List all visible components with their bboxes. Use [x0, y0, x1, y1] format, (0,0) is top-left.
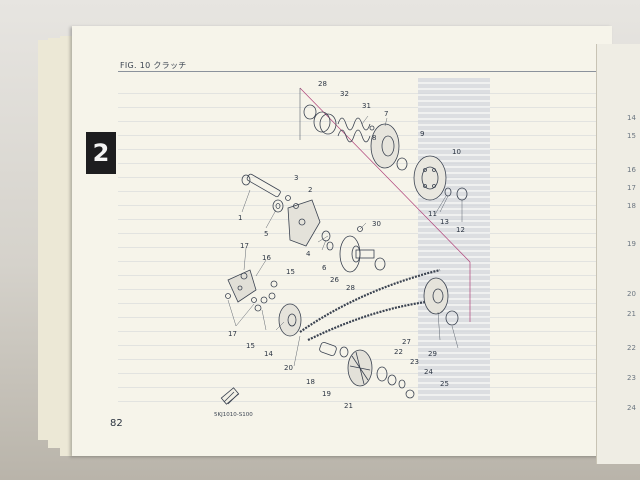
callout-17a: 17: [240, 242, 249, 250]
part-v-belt: [299, 268, 445, 341]
callout-labels: 1 2 3 4 5 6 7 8 9 10 11 12 13 14 15 15 1…: [228, 80, 465, 410]
callout-6: 6: [322, 264, 327, 272]
part-nut: [456, 187, 468, 201]
row-number: 16: [627, 166, 636, 174]
row-number: 18: [627, 202, 636, 210]
callout-30: 30: [372, 220, 381, 228]
part-washer: [396, 157, 408, 171]
reference-code: 5KJ1010-S100: [214, 412, 253, 418]
callout-5: 5: [264, 230, 268, 238]
part-roller: [270, 280, 278, 288]
part-bolt: [285, 195, 291, 201]
part-collar: [319, 342, 337, 356]
callout-3: 3: [294, 174, 298, 182]
row-number: 23: [627, 374, 636, 382]
callout-12: 12: [456, 226, 465, 234]
callout-11: 11: [428, 210, 437, 218]
part-roller: [260, 296, 268, 304]
callout-8: 8: [372, 134, 376, 142]
row-number: 14: [627, 114, 636, 122]
callout-13: 13: [440, 218, 449, 226]
row-number: 19: [627, 240, 636, 248]
part-roller: [254, 304, 262, 312]
row-number: 15: [627, 132, 636, 140]
part-washer: [303, 104, 317, 120]
part-washer: [444, 187, 452, 197]
callout-19: 19: [322, 390, 331, 398]
callout-15a: 15: [286, 268, 295, 276]
part-washer: [387, 374, 397, 386]
callout-7: 7: [384, 110, 388, 118]
row-number: 24: [627, 404, 636, 412]
part-clutch-carrier: [370, 123, 400, 169]
part-clutch-housing: [413, 155, 447, 201]
row-number: 17: [627, 184, 636, 192]
callout-16: 16: [262, 254, 271, 262]
part-cam: [227, 269, 257, 303]
callout-4: 4: [306, 250, 311, 258]
part-primary-pulley: [423, 277, 449, 315]
part-pulley-face: [339, 235, 375, 273]
part-pin: [369, 125, 375, 131]
callout-2: 2: [308, 186, 312, 194]
part-slider: [251, 297, 257, 303]
callout-26: 26: [330, 276, 339, 284]
part-shaft: [241, 173, 281, 198]
shaded-column: [418, 78, 490, 400]
part-spring: [337, 117, 371, 143]
callout-25: 25: [440, 380, 449, 388]
callout-31: 31: [362, 102, 371, 110]
part-plate: [376, 366, 388, 382]
title-rule: [118, 71, 596, 72]
part-washer: [321, 230, 331, 242]
callout-20: 20: [284, 364, 293, 372]
catalog-page: [72, 26, 612, 456]
part-bolt: [293, 203, 299, 209]
part-roller: [268, 292, 276, 300]
part-bearing: [374, 257, 386, 271]
callout-24: 24: [424, 368, 433, 376]
callout-22: 22: [394, 348, 403, 356]
part-bolt: [357, 226, 363, 232]
callout-28b: 28: [346, 284, 355, 292]
part-bearing: [445, 310, 459, 326]
callout-27: 27: [402, 338, 411, 346]
part-washer: [326, 241, 334, 251]
callout-23: 23: [410, 358, 419, 366]
page-number: 82: [110, 418, 123, 429]
boundary-line: [299, 87, 471, 263]
row-number: 22: [627, 344, 636, 352]
callout-18: 18: [306, 378, 315, 386]
callout-9: 9: [420, 130, 424, 138]
part-washer: [339, 346, 349, 358]
callout-1: 1: [238, 214, 242, 222]
reference-arrow-icon: [220, 387, 240, 405]
figure-title: FIG. 10 クラッチ: [120, 61, 187, 70]
part-washer: [272, 199, 284, 213]
part-slider: [225, 293, 231, 299]
callout-17b: 17: [228, 330, 237, 338]
callout-21: 21: [344, 402, 353, 410]
row-number: 21: [627, 310, 636, 318]
part-variator: [278, 303, 302, 337]
section-tab: 2: [86, 132, 116, 174]
callout-29: 29: [428, 350, 437, 358]
part-washer: [398, 379, 406, 389]
callout-15b: 15: [246, 342, 255, 350]
part-collar: [313, 111, 337, 135]
callout-14: 14: [264, 350, 273, 358]
callout-28a: 28: [318, 80, 327, 88]
callout-10: 10: [452, 148, 461, 156]
row-number: 20: [627, 290, 636, 298]
callout-32: 32: [340, 90, 349, 98]
part-nut: [405, 389, 415, 399]
part-fan: [347, 349, 373, 387]
facing-page: 14 15 16 17 18 19 20 21 22 23 24: [596, 44, 640, 464]
part-cover-plate: [287, 199, 321, 247]
